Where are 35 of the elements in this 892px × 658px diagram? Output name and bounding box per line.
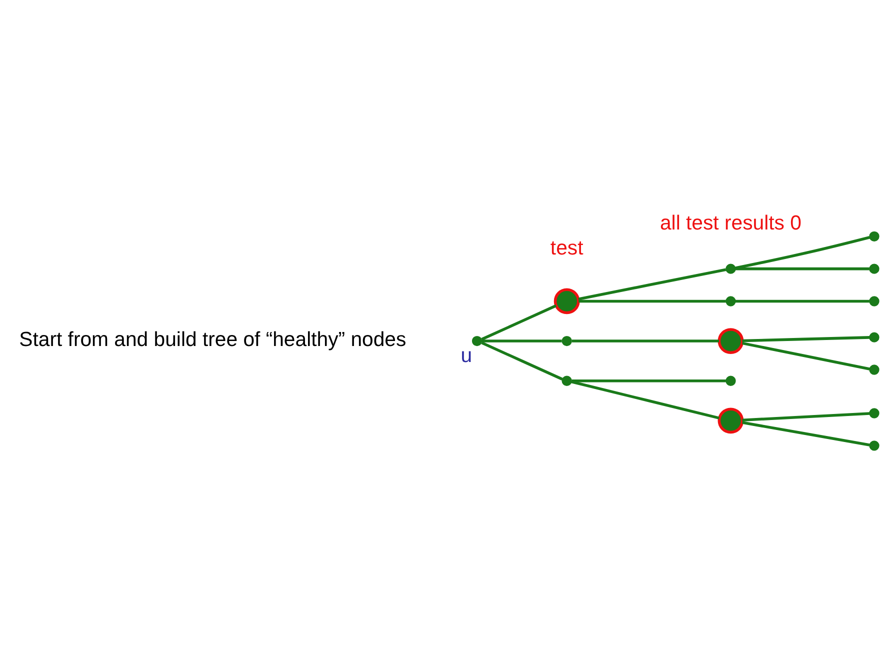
connector <box>742 336 870 342</box>
node-circle <box>472 336 482 346</box>
connector <box>572 340 719 342</box>
node-circle <box>726 264 736 274</box>
connector <box>742 342 870 370</box>
node-label: u <box>460 344 472 367</box>
connector <box>735 267 870 270</box>
label: Start from and build tree of “healthy” nodes <box>19 329 406 352</box>
connector <box>571 380 720 420</box>
connector <box>742 412 870 422</box>
connector <box>481 304 557 341</box>
node-circle <box>869 296 880 306</box>
connector <box>578 300 726 303</box>
connector <box>735 300 870 303</box>
connector <box>572 379 726 382</box>
label: all test results 0 <box>660 212 802 235</box>
node-circle <box>562 336 572 346</box>
node-circle <box>869 231 880 242</box>
connector <box>742 421 870 446</box>
node-circle <box>554 288 580 314</box>
connector <box>482 340 562 342</box>
node-circle <box>718 328 744 354</box>
connector <box>578 268 726 300</box>
node-circle <box>718 408 744 434</box>
connector <box>481 341 563 380</box>
node-circle <box>726 296 736 306</box>
label: test <box>550 238 584 260</box>
node-circle <box>726 376 736 386</box>
node-circle <box>869 332 880 342</box>
node-circle <box>869 364 880 375</box>
node-circle <box>869 264 880 274</box>
node-circle <box>562 376 572 386</box>
connector <box>735 236 870 270</box>
node-circle <box>869 408 880 418</box>
node-circle <box>869 440 880 451</box>
